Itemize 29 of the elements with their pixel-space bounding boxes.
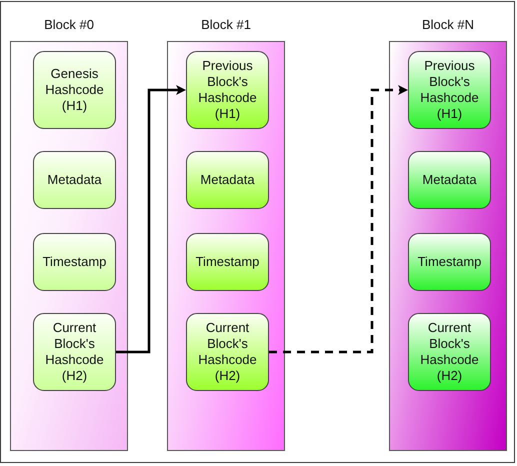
box-label: Current Block's Hashcode (H2) (44, 320, 105, 384)
box-label: Metadata (46, 172, 103, 188)
field-box (33, 313, 116, 391)
box-label: Metadata (199, 172, 256, 188)
field-box (408, 151, 491, 209)
dashed-arrow (269, 85, 408, 354)
box-label: Previous Block's Hashcode (H1) (197, 58, 258, 122)
box-label: Timestamp (194, 254, 260, 270)
field-box (33, 151, 116, 209)
block-title: Block #N (422, 17, 474, 33)
box-label: Timestamp (416, 254, 482, 270)
box-label: Timestamp (42, 254, 108, 270)
block-title: Block #0 (44, 17, 94, 33)
box-label: Genesis Hashcode (H1) (44, 66, 105, 114)
box-label: Previous Block's Hashcode (H1) (419, 58, 480, 122)
field-box (186, 151, 269, 209)
field-box (408, 233, 491, 291)
field-box (33, 233, 116, 291)
block-title: Block #1 (201, 17, 251, 33)
field-box (33, 51, 116, 129)
box-label: Metadata (421, 172, 478, 188)
field-box (408, 313, 491, 391)
field-box (186, 233, 269, 291)
field-box (186, 313, 269, 391)
field-box (408, 51, 491, 129)
box-label: Current Block's Hashcode (H2) (419, 320, 480, 384)
field-box (186, 51, 269, 129)
arrow (116, 85, 186, 354)
box-label: Current Block's Hashcode (H2) (197, 320, 258, 384)
